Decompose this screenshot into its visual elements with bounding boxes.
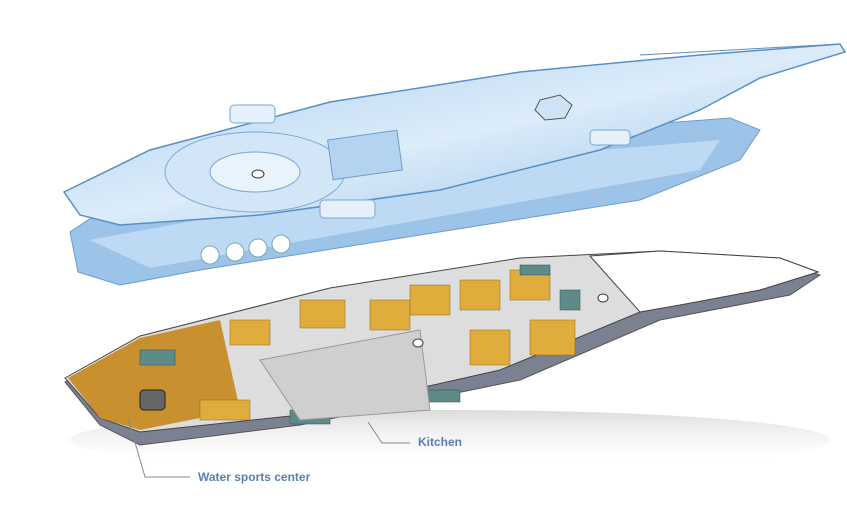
water-sports-center-label: Water sports center (198, 470, 311, 484)
middle-deck (69, 117, 761, 286)
kitchen-leader-line (367, 421, 410, 444)
kitchen-label: Kitchen (418, 435, 463, 449)
water-sports-leader-line (127, 417, 190, 478)
lower-deck (64, 250, 822, 446)
upper-deck (62, 43, 847, 226)
